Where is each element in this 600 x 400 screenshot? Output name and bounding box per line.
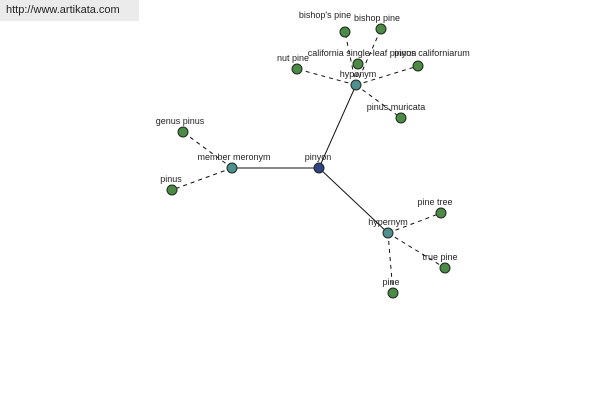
edge-member-meronym-to-pinus [171, 167, 233, 191]
site-url-link[interactable]: http://www.artikata.com [0, 0, 139, 21]
edge-hyponym-to-bishops-pine-1 [344, 31, 357, 86]
edge-hyponym-to-bishop-pine [355, 28, 382, 86]
edge-hyponym-to-pinus-californiarum [355, 65, 419, 86]
node-bishops-pine-1[interactable] [339, 26, 351, 38]
node-label-pine-tree: pine tree [417, 197, 452, 207]
node-label-bishops-pine-1: bishop's pine [299, 10, 351, 20]
node-pinus[interactable] [166, 184, 178, 196]
node-genus-pinus[interactable] [177, 126, 189, 138]
node-pine-tree[interactable] [435, 207, 447, 219]
node-label-pinus-muricata: pinus muricata [367, 102, 426, 112]
node-california-single-leaf-pinyon[interactable] [352, 58, 364, 70]
node-true-pine[interactable] [439, 262, 451, 274]
edge-member-meronym-to-genus-pinus [182, 131, 233, 169]
node-label-pine: pine [382, 277, 399, 287]
node-hypernym[interactable] [382, 227, 394, 239]
node-pinus-californiarum[interactable] [412, 60, 424, 72]
node-label-bishop-pine: bishop pine [354, 13, 400, 23]
node-label-pinyon: pinyon [305, 152, 332, 162]
node-label-member-meronym: member meronym [197, 152, 270, 162]
node-pinus-muricata[interactable] [395, 112, 407, 124]
labels-layer: pinyon hyponym member meronym hypernym bisho… [156, 10, 470, 287]
edge-hyponym-to-nut-pine [296, 68, 357, 86]
edge-hypernym-to-true-pine [387, 232, 446, 269]
node-label-hypernym: hypernym [368, 217, 408, 227]
nodes-layer [166, 23, 451, 299]
node-label-pinus-californiarum: pinus californiarum [394, 48, 470, 58]
edges-layer [171, 28, 446, 294]
edge-pinyon-to-hyponym [318, 84, 357, 169]
node-label-nut-pine: nut pine [277, 53, 309, 63]
edge-pinyon-to-hypernym [318, 167, 389, 234]
node-label-pinus: pinus [160, 174, 182, 184]
node-nut-pine[interactable] [291, 63, 303, 75]
node-label-california-single-leaf-pinyon: california single-leaf pinyon [308, 48, 417, 58]
node-label-hyponym: hyponym [340, 69, 377, 79]
edge-hypernym-to-pine [387, 232, 394, 294]
node-pinyon[interactable] [313, 162, 325, 174]
node-label-true-pine: true pine [422, 252, 457, 262]
node-pine[interactable] [387, 287, 399, 299]
edge-hyponym-to-pinus-muricata [355, 84, 402, 119]
node-bishop-pine[interactable] [375, 23, 387, 35]
node-hyponym[interactable] [350, 79, 362, 91]
edge-hypernym-to-pine-tree [387, 212, 442, 234]
node-label-genus-pinus: genus pinus [156, 116, 205, 126]
node-member-meronym[interactable] [226, 162, 238, 174]
